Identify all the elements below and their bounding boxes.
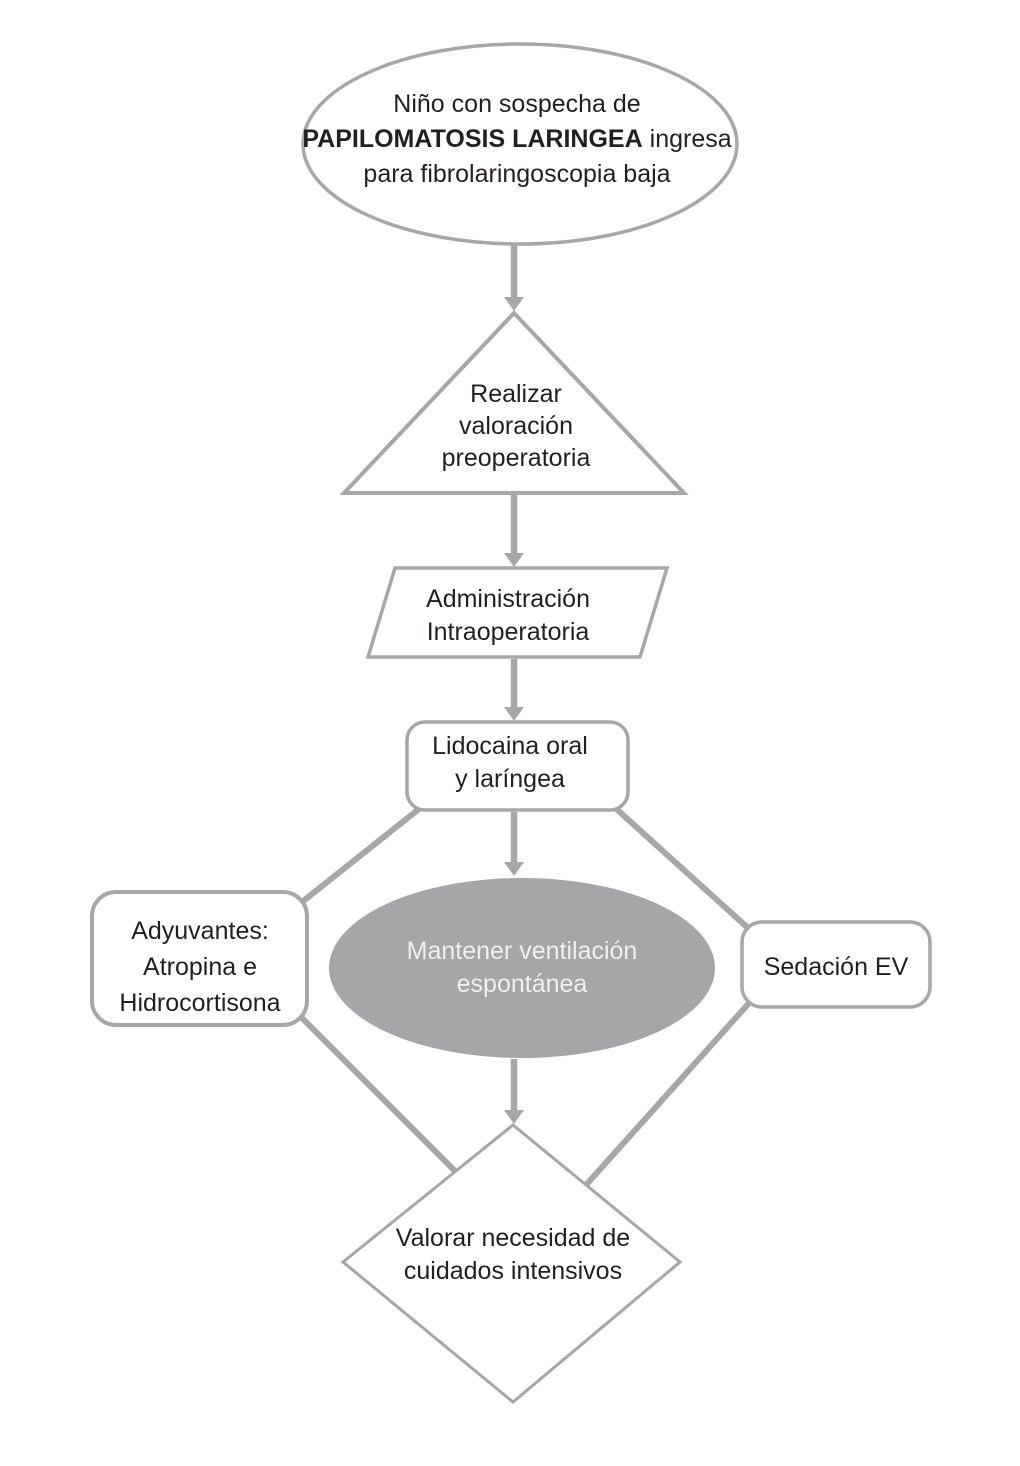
ventilation-label-line2: espontánea [457,970,588,998]
start-label-line3: para fibrolaringoscopia baja [363,160,670,188]
sedation-label-line1: Sedación EV [764,953,909,981]
icu-label-line2: cuidados intensivos [404,1257,622,1285]
ventilation-node: Mantener ventilación espontánea [329,878,715,1058]
icu-label-line1: Valorar necesidad de [396,1224,630,1252]
arrow-intraop-to-lidocaine [504,659,524,721]
start-ellipse-shape [301,42,739,246]
preop-node: Realizar valoración preoperatoria [339,310,689,495]
arrow-preop-to-intraop [504,495,524,567]
start-label-line1: Niño con sospecha de [393,90,640,118]
adjuvants-label-line3: Hidrocortisona [119,989,280,1017]
preop-triangle-shape [339,310,689,495]
adjuvants-label-line1: Adyuvantes: [131,917,269,945]
preop-label-line2: valoración [459,412,573,440]
lidocaine-label-line2: y laríngea [455,765,565,793]
connector-lines [297,802,753,1188]
start-node: Niño con sospecha de PAPILOMATOSIS LARIN… [301,42,739,246]
lidocaine-node: Lidocaina oral y laríngea [405,720,630,812]
connector-adjuvants-to-icu [297,1013,459,1175]
connector-lidocaine-to-sedation [609,802,751,931]
start-label-line2-bold: PAPILOMATOSIS LARINGEA [302,125,642,153]
lidocaine-box-shape [405,720,630,812]
ventilation-label-line1: Mantener ventilación [407,937,638,965]
arrow-lidocaine-to-ventilation [504,812,524,876]
icu-diamond-shape [340,1123,683,1404]
ventilation-ellipse-shape [329,878,715,1058]
adjuvants-label-line2: Atropina e [143,953,257,981]
adjuvants-node: Adyuvantes: Atropina e Hidrocortisona [90,890,309,1027]
icu-node: Valorar necesidad de cuidados intensivos [340,1123,683,1404]
sedation-box-shape [740,920,932,1009]
intraop-parallelogram-shape [365,566,670,659]
sedation-node: Sedación EV [740,920,932,1009]
adjuvants-box-shape [90,890,309,1027]
arrow-start-to-preop [504,245,524,311]
connector-sedation-to-icu [583,999,753,1188]
intraop-label-line1: Administración [426,585,590,613]
start-label-line2: PAPILOMATOSIS LARINGEA ingresa [302,125,731,153]
arrow-ventilation-to-icu [504,1059,524,1124]
intraop-label-line2: Intraoperatoria [427,618,590,646]
preop-label-line3: preoperatoria [442,444,591,472]
preop-label-line1: Realizar [470,380,562,408]
lidocaine-label-line1: Lidocaina oral [432,732,588,760]
flow-arrows [504,245,524,1124]
start-label-line2-rest: ingresa [650,125,732,153]
intraop-node: Administración Intraoperatoria [365,566,670,659]
connector-lidocaine-to-adjuvants [300,802,426,905]
